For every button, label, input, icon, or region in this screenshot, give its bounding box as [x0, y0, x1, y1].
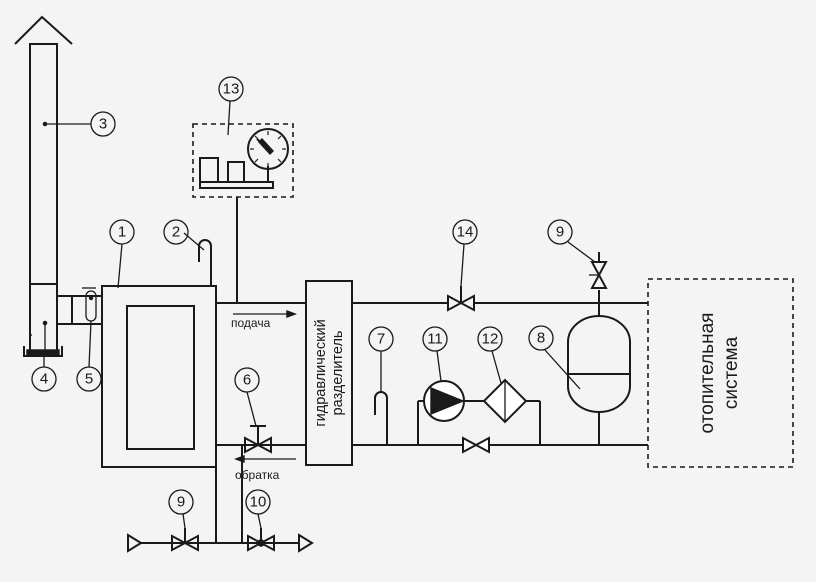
- callout-5: 5: [85, 371, 93, 388]
- supply-label: подача: [231, 316, 271, 330]
- callout-7: 7: [377, 331, 385, 348]
- circulation-pump: [423, 380, 465, 422]
- expansion-tank: [567, 303, 631, 445]
- return-valve: [244, 425, 272, 454]
- callout-9-bottom: 9: [177, 494, 185, 511]
- condensate-trap: [23, 346, 63, 357]
- callout-2: 2: [172, 224, 180, 241]
- hydraulic-separator: [305, 280, 353, 466]
- hydro-separator-label: гидравлический разделитель: [313, 319, 346, 426]
- chimney: [14, 15, 102, 357]
- secondary-supply: [352, 252, 648, 312]
- heating-system-box: [647, 278, 794, 468]
- return-line: [215, 444, 306, 543]
- hydro-label-line2: разделитель: [330, 331, 346, 416]
- callouts: 1 2 3 4 5 6 7 8 9 9: [31, 76, 596, 529]
- callout-13: 13: [223, 81, 240, 98]
- return-label: обратка: [235, 468, 280, 482]
- callout-10: 10: [250, 494, 267, 511]
- callout-14: 14: [457, 224, 474, 241]
- callout-6: 6: [243, 372, 251, 389]
- callout-11: 11: [427, 331, 443, 348]
- heating-system-label: отопительная система: [697, 313, 742, 434]
- supply-line: [216, 302, 306, 319]
- callout-9-top: 9: [556, 224, 564, 241]
- callout-4: 4: [40, 371, 48, 388]
- safety-group: [192, 123, 294, 303]
- callout-8: 8: [537, 330, 545, 347]
- hydro-label-line1: гидравлический: [313, 319, 329, 426]
- callout-12: 12: [482, 331, 499, 348]
- callout-3: 3: [99, 116, 107, 133]
- fill-drain-branch: [127, 528, 314, 553]
- system-label-line2: система: [721, 336, 742, 409]
- boiler: [101, 285, 217, 468]
- system-label-line1: отопительная: [697, 313, 718, 434]
- filter: [482, 378, 528, 424]
- callout-1: 1: [118, 224, 126, 241]
- draft-sensor: [82, 287, 97, 322]
